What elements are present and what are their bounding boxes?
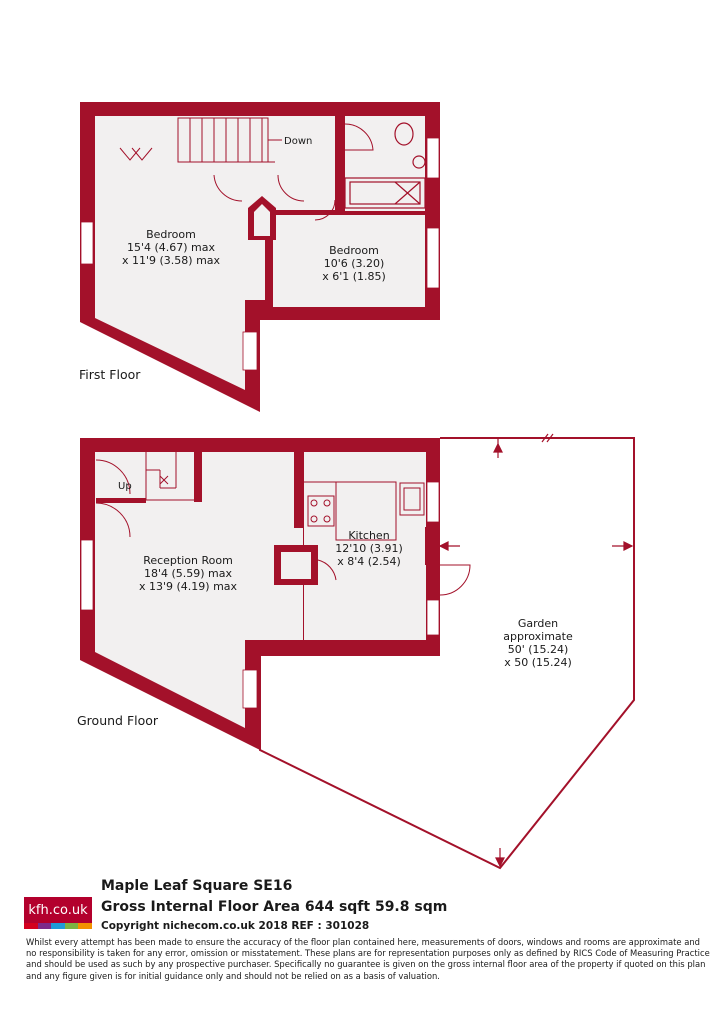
first-floor-stairs-label: Down	[284, 136, 312, 147]
first-floor-bedroom-1-name: Bedroom	[146, 228, 196, 241]
garden-markers	[438, 433, 634, 868]
garden-approx: approximate	[503, 630, 573, 643]
garden-name: Garden	[518, 617, 558, 630]
disclaimer-text: Whilst every attempt has been made to en…	[26, 937, 710, 981]
floor-area: Gross Internal Floor Area 644 sqft 59.8 …	[101, 899, 448, 915]
logo-text: kfh.co.uk	[24, 897, 92, 923]
first-floor-bedroom-2-dim1: 10'6 (3.20)	[324, 257, 385, 270]
property-address: Maple Leaf Square SE16	[101, 878, 293, 894]
reception-room-dim1: 18'4 (5.59) max	[144, 567, 233, 580]
logo-bar-2	[37, 923, 52, 929]
kfh-logo: kfh.co.uk	[24, 897, 92, 931]
bathroom-fixtures	[344, 122, 426, 209]
first-floor-stair-area	[172, 116, 268, 164]
first-floor-label: First Floor	[79, 367, 141, 382]
first-floor-windows	[80, 137, 440, 371]
logo-bar-4	[64, 923, 79, 929]
kitchen-dim2: x 8'4 (2.54)	[337, 555, 401, 568]
logo-color-bars	[24, 923, 92, 929]
ground-floor-label: Ground Floor	[77, 713, 159, 728]
reception-room-dim2: x 13'9 (4.19) max	[139, 580, 238, 593]
ground-floor-plan: Reception Room 18'4 (5.59) max x 13'9 (4…	[77, 433, 635, 870]
reception-room-name: Reception Room	[143, 554, 233, 567]
garden-outline	[259, 437, 635, 870]
first-floor-bedroom-2-dim2: x 6'1 (1.85)	[322, 270, 386, 283]
first-floor-bedroom-small-floor	[273, 215, 425, 307]
first-floor-doors	[119, 123, 374, 221]
garden-dim2: x 50 (15.24)	[504, 656, 572, 669]
first-floor-stairs	[177, 117, 282, 163]
ground-floor-stair-area	[96, 452, 194, 502]
garden-dim1: 50' (15.24)	[508, 643, 569, 656]
first-floor-plan: Bedroom 15'4 (4.67) max x 11'9 (3.58) ma…	[79, 102, 440, 412]
logo-bar-1	[24, 923, 38, 929]
ground-floor-doors	[95, 459, 471, 596]
first-floor-bedroom-large-floor	[95, 116, 335, 390]
logo-bar-3	[51, 923, 65, 929]
ground-floor-stairs	[145, 452, 194, 501]
ground-floor-internal-walls	[96, 452, 440, 565]
copyright-notice: Copyright nichecom.co.uk 2018 REF : 3010…	[101, 920, 370, 932]
first-floor-bedroom-1-dim2: x 11'9 (3.58) max	[122, 254, 221, 267]
ground-floor-stairs-label: Up	[118, 481, 132, 492]
logo-bar-5	[78, 923, 92, 929]
kitchen-counters	[304, 481, 425, 541]
reception-room-floor	[95, 452, 303, 728]
ground-floor-windows	[80, 481, 440, 709]
first-floor-bedroom-2-name: Bedroom	[329, 244, 379, 257]
kitchen-name: Kitchen	[348, 529, 389, 542]
kitchen-dim1: 12'10 (3.91)	[335, 542, 403, 555]
first-floor-bedroom-1-dim1: 15'4 (4.67) max	[127, 241, 216, 254]
